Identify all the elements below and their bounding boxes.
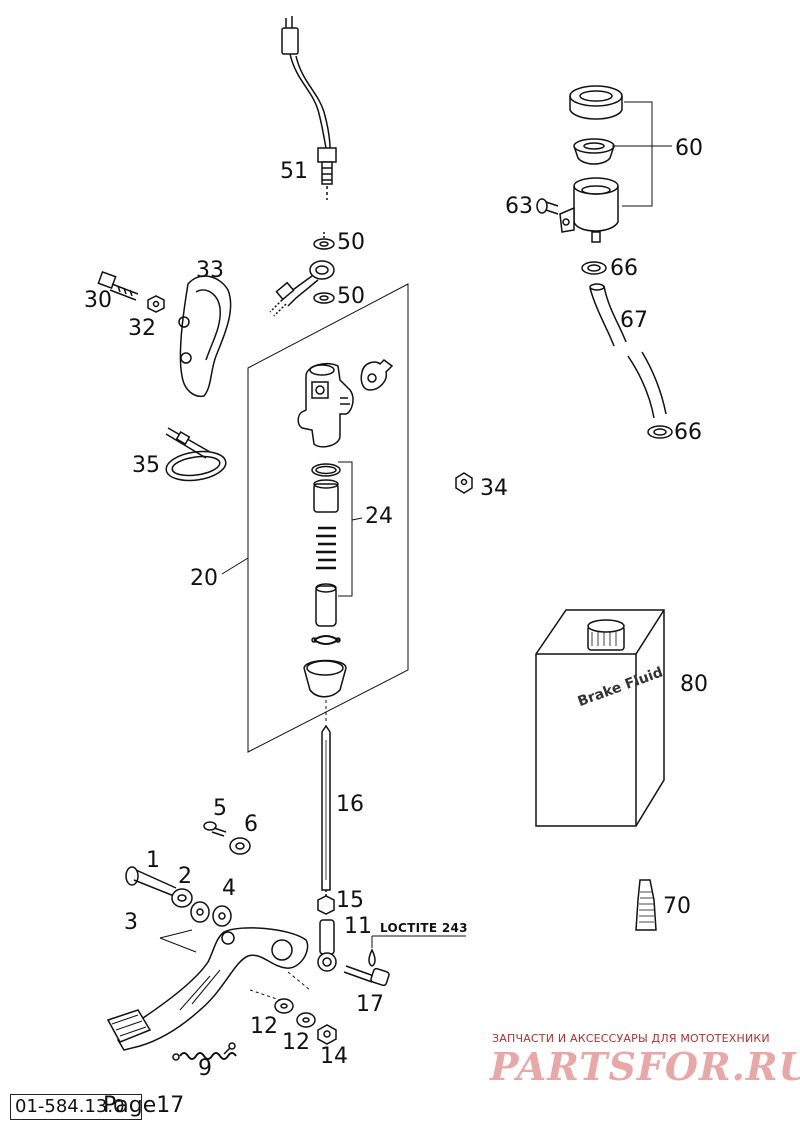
callout-32: 32 — [128, 316, 156, 341]
callout-24: 24 — [365, 504, 393, 529]
watermark-tagline: ЗАПЧАСТИ И АКСЕССУАРЫ ДЛЯ МОТОТЕХНИКИ — [492, 1032, 770, 1045]
callout-3: 3 — [124, 910, 138, 935]
washer-50-upper — [313, 238, 335, 250]
screw-63-part — [536, 198, 559, 215]
page-number: Page17 — [103, 1093, 185, 1118]
callout-70: 70 — [663, 894, 691, 919]
callout-17: 17 — [356, 992, 384, 1017]
callout-6: 6 — [244, 812, 258, 837]
push-rod-part — [321, 724, 331, 891]
callout-60: 60 — [675, 136, 703, 161]
callout-51: 51 — [280, 159, 308, 184]
callout-2: 2 — [178, 864, 192, 889]
washer-50-lower — [313, 292, 335, 304]
bushing-6-part — [229, 837, 251, 855]
washer-12-first — [274, 998, 294, 1014]
brake-light-switch-part — [281, 16, 337, 185]
callout-1: 1 — [146, 848, 160, 873]
banjo-fitting — [269, 260, 335, 317]
washer-12-second — [296, 1012, 316, 1028]
callout-20: 20 — [190, 566, 218, 591]
screw-5-part — [203, 821, 227, 837]
loctite-label: LOCTITE 243 — [380, 921, 468, 935]
watermark-logo: PARTSFOR.RU — [490, 1044, 800, 1089]
nut-34-part — [455, 472, 473, 494]
callout-63: 63 — [505, 194, 533, 219]
callout-35: 35 — [132, 453, 160, 478]
reservoir-body-part — [559, 177, 619, 243]
callout-66-upper: 66 — [610, 256, 638, 281]
callout-50-lower: 50 — [337, 284, 365, 309]
callout-9: 9 — [198, 1056, 212, 1081]
callout-11: 11 — [344, 914, 372, 939]
cable-tie-part — [165, 427, 227, 482]
callout-5: 5 — [213, 796, 227, 821]
washer-2-part — [171, 888, 193, 908]
nut-14-part — [317, 1024, 337, 1045]
master-cylinder-body — [297, 362, 354, 448]
nut-32-part — [147, 295, 165, 313]
elbow-fitting — [360, 359, 394, 391]
callout-67: 67 — [620, 308, 648, 333]
callout-12-second: 12 — [282, 1030, 310, 1055]
master-cylinder-assembly-outline — [247, 283, 409, 753]
callout-4: 4 — [222, 876, 236, 901]
return-spring-part — [172, 1042, 237, 1061]
hose-clamp-66-upper — [581, 261, 607, 275]
brake-fluid-container-part — [535, 609, 665, 827]
callout-80: 80 — [680, 672, 708, 697]
callout-30: 30 — [84, 288, 112, 313]
brake-pedal-part — [106, 927, 309, 1051]
callout-14: 14 — [320, 1044, 348, 1069]
hose-clamp-66-lower — [647, 425, 673, 439]
callout-16: 16 — [336, 792, 364, 817]
piston-kit-parts — [303, 463, 347, 698]
callout-12-first: 12 — [250, 1014, 278, 1039]
callout-15: 15 — [336, 888, 364, 913]
heel-guard-part — [178, 275, 232, 398]
brake-hose-part — [589, 283, 667, 419]
callout-34: 34 — [480, 476, 508, 501]
clevis-part — [317, 919, 337, 972]
reservoir-seal-part — [573, 138, 615, 165]
pivot-bolt-part — [125, 866, 177, 897]
screw-30-part — [97, 271, 139, 301]
reservoir-cap-part — [569, 85, 623, 120]
callout-33: 33 — [196, 258, 224, 283]
loctite-drop-icon — [368, 948, 376, 967]
drawing-code: 01-584.13.0 — [10, 1094, 142, 1120]
rod-nut-part — [317, 895, 335, 915]
bushing-4-parts — [190, 901, 232, 927]
callout-66-lower: 66 — [674, 420, 702, 445]
bolt-17-part — [343, 965, 390, 987]
threadlocker-tube-part — [635, 879, 657, 931]
callout-50-upper: 50 — [337, 230, 365, 255]
